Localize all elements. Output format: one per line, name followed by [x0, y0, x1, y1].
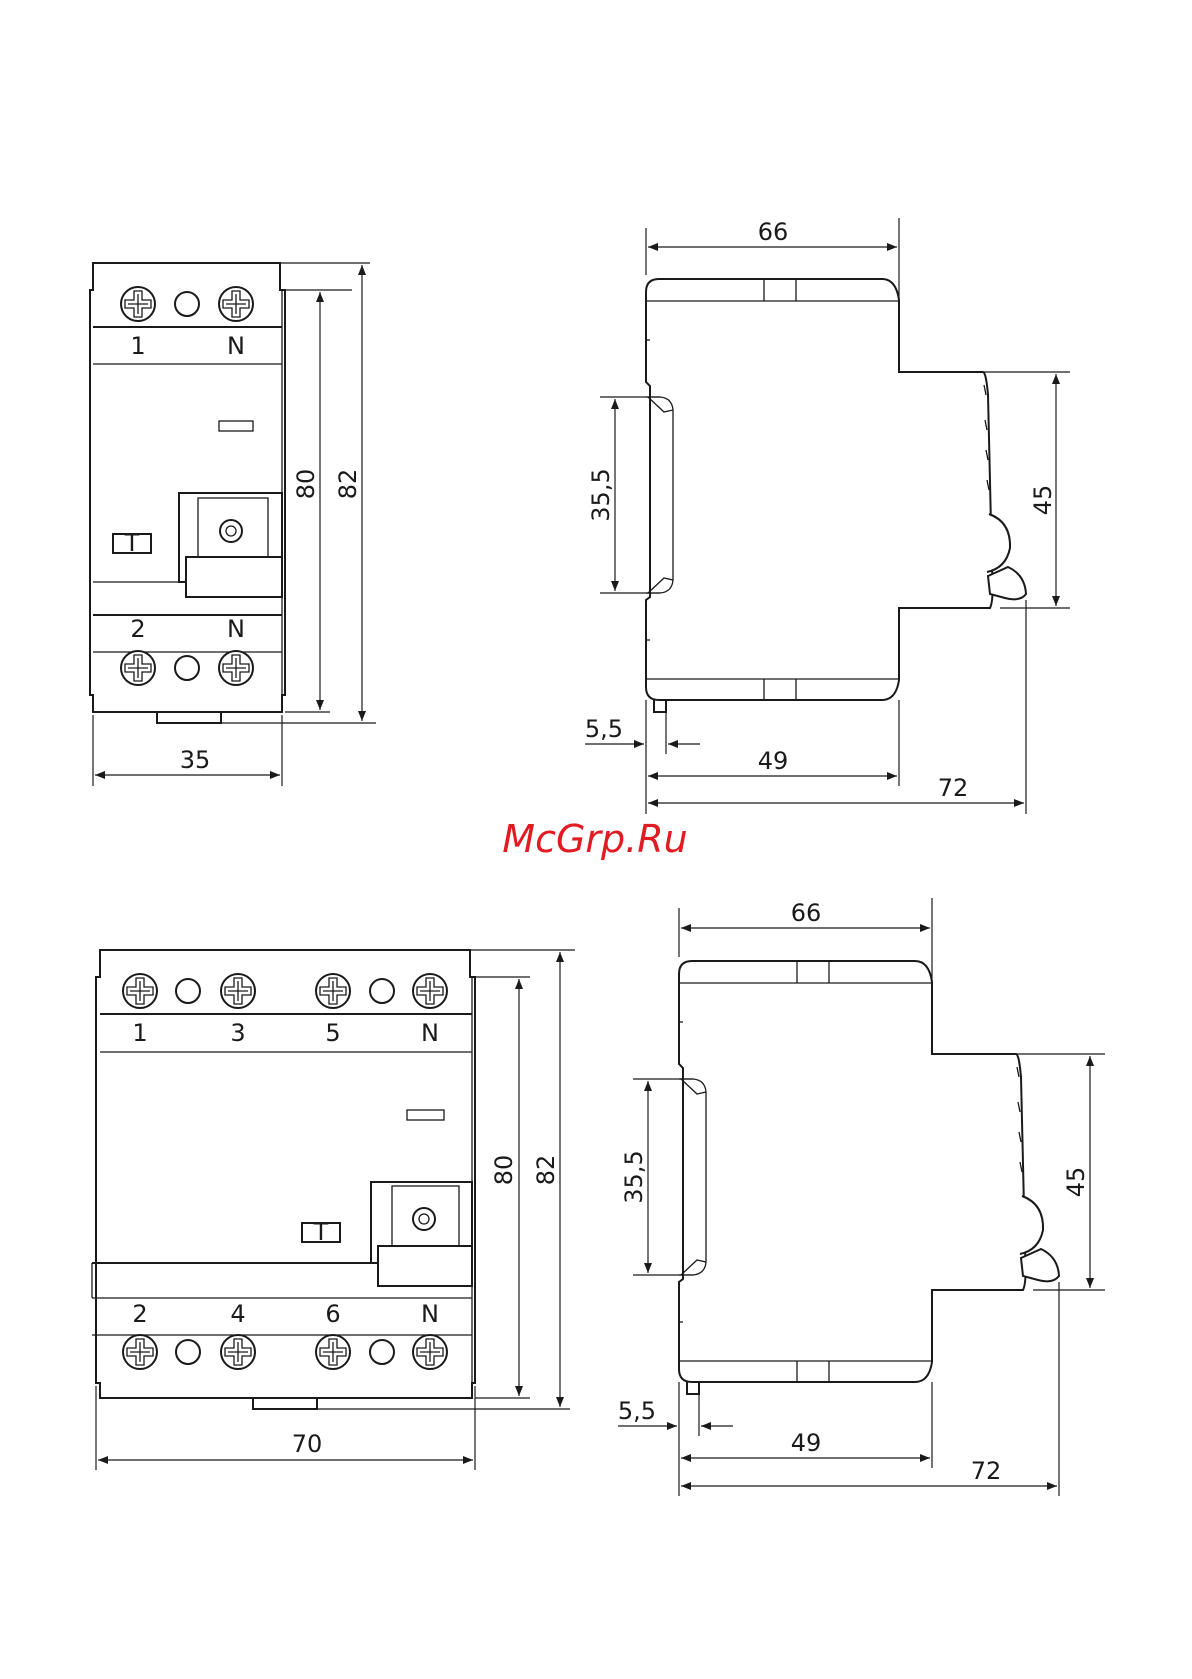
terminal-label: 3 — [230, 1019, 245, 1047]
terminal-screw — [316, 1335, 350, 1369]
dim-height-inner: 80 — [292, 469, 320, 500]
dim-height-inner: 80 — [490, 1155, 518, 1186]
terminal-screw — [121, 287, 155, 321]
hole — [175, 656, 199, 680]
dim-width: 35 — [180, 746, 211, 774]
terminal-screw — [413, 974, 447, 1008]
test-button-label: T — [124, 529, 140, 557]
terminal-label: 2 — [130, 615, 145, 643]
hole — [370, 979, 394, 1003]
terminal-screw — [219, 651, 253, 685]
dim-total-depth: 72 — [938, 774, 969, 802]
hole — [175, 292, 199, 316]
terminal-label: 2 — [132, 1300, 147, 1328]
terminal-screw — [123, 974, 157, 1008]
dim-rail: 35,5 — [620, 1150, 648, 1203]
test-button-label: T — [313, 1218, 329, 1246]
dim-top-depth: 66 — [791, 899, 822, 927]
terminal-screw — [219, 287, 253, 321]
terminal-label: N — [227, 332, 245, 360]
dim-base-depth: 49 — [791, 1429, 822, 1457]
dim-top-depth: 66 — [758, 218, 789, 246]
terminal-label: N — [421, 1019, 439, 1047]
hole — [370, 1340, 394, 1364]
hole — [176, 1340, 200, 1364]
rcd-4pole-side-view: 66 35,5 45 5,5 49 72 — [618, 898, 1105, 1496]
rcd-2pole-side-view: 66 35,5 45 5,5 49 72 — [585, 218, 1070, 814]
dim-width: 70 — [292, 1430, 323, 1458]
rcd-4pole-front-view: T 1 3 5 N 2 4 6 N 70 80 82 — [92, 950, 575, 1470]
dim-total-depth: 72 — [971, 1457, 1002, 1485]
dim-height-outer: 82 — [334, 469, 362, 500]
terminal-label: 6 — [325, 1300, 340, 1328]
terminal-label: 1 — [132, 1019, 147, 1047]
hole — [176, 979, 200, 1003]
dim-clip: 5,5 — [618, 1397, 656, 1425]
terminal-screw — [413, 1335, 447, 1369]
dim-front: 45 — [1062, 1167, 1090, 1198]
terminal-screw — [121, 651, 155, 685]
terminal-screw — [221, 1335, 255, 1369]
terminal-screw — [316, 974, 350, 1008]
dim-clip: 5,5 — [585, 715, 623, 743]
terminal-screw — [123, 1335, 157, 1369]
terminal-label: 5 — [325, 1019, 340, 1047]
dim-front: 45 — [1029, 485, 1057, 516]
dim-height-outer: 82 — [532, 1155, 560, 1186]
terminal-screw — [221, 974, 255, 1008]
terminal-label: 1 — [130, 332, 145, 360]
terminal-label: 4 — [230, 1300, 245, 1328]
watermark: McGrp.Ru — [502, 817, 687, 861]
dim-base-depth: 49 — [758, 747, 789, 775]
terminal-label: N — [227, 615, 245, 643]
rcd-2pole-front-view: T 1 N 2 N 35 80 82 — [90, 263, 376, 786]
terminal-label: N — [421, 1300, 439, 1328]
dim-rail: 35,5 — [587, 468, 615, 521]
